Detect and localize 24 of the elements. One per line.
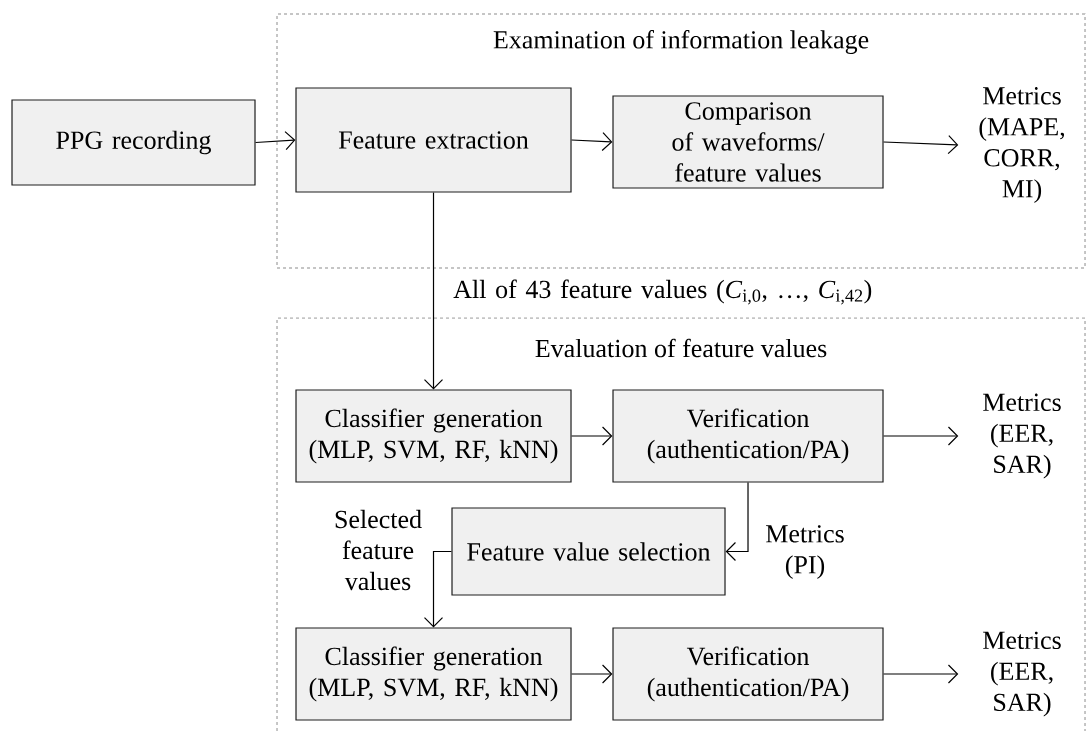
edge-label: All of 43 feature values (C$_{i,0}$, …, C$_{i,42}$) bbox=[453, 279, 872, 305]
arrow bbox=[255, 131, 296, 151]
process-box: Classifier generation (MLP, SVM, RF, kNN) bbox=[295, 627, 572, 721]
process-box: Feature extraction bbox=[295, 87, 572, 193]
arrow bbox=[725, 482, 749, 562]
arrow bbox=[571, 664, 613, 684]
process-box: Comparison of waveforms/ feature values bbox=[612, 95, 884, 189]
edge-label: Metrics (PI) bbox=[766, 525, 844, 579]
arrow bbox=[571, 131, 613, 152]
metrics-text: Metrics (EER, SAR) bbox=[983, 631, 1061, 717]
process-box: Feature value selection bbox=[451, 507, 726, 596]
arrow bbox=[883, 664, 959, 684]
process-box: Verification (authentication/PA) bbox=[612, 627, 884, 721]
arrow bbox=[883, 426, 959, 446]
arrow bbox=[423, 550, 452, 628]
arrow bbox=[423, 192, 444, 390]
metrics-text: Metrics (MAPE, CORR, MI) bbox=[979, 87, 1065, 203]
edge-label: Selected feature values bbox=[335, 509, 422, 591]
arrow bbox=[571, 426, 613, 446]
metrics-text: Metrics (EER, SAR) bbox=[983, 393, 1061, 479]
process-box: Verification (authentication/PA) bbox=[612, 389, 884, 483]
arrow bbox=[883, 135, 959, 155]
process-box: Classifier generation (MLP, SVM, RF, kNN) bbox=[295, 389, 572, 483]
process-box: PPG recording bbox=[11, 99, 256, 186]
